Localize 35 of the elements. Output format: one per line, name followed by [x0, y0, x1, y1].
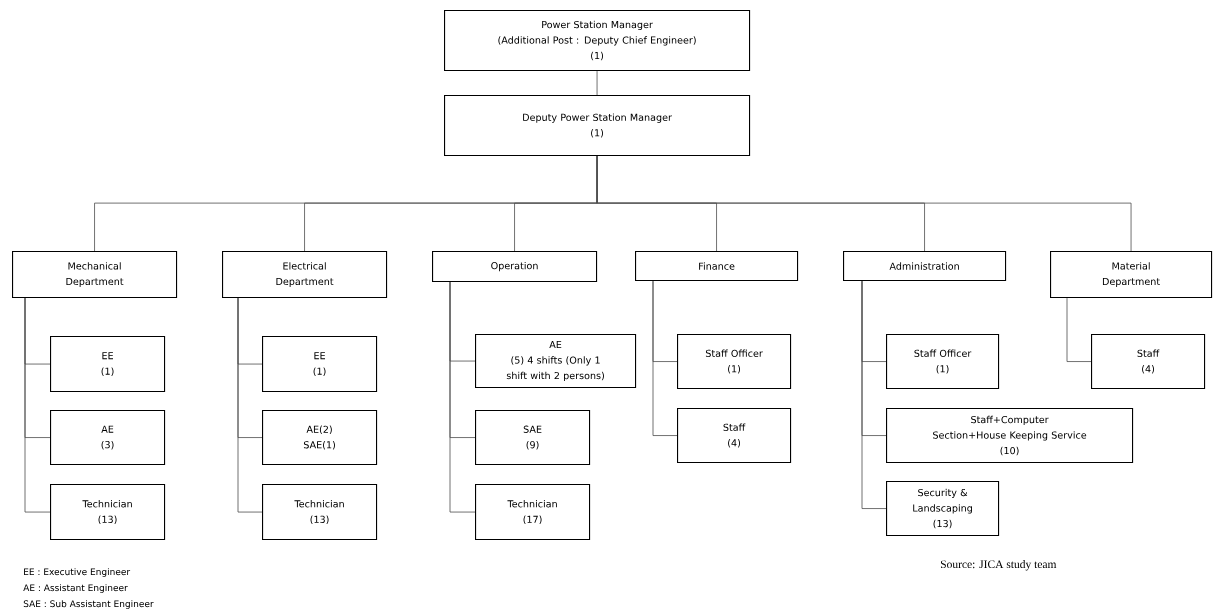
connector-line — [596, 155, 1132, 252]
connector-line — [449, 281, 476, 513]
org-box: SAE (9) — [475, 410, 591, 466]
org-box: Staff (4) — [677, 408, 792, 464]
org-box: Technician (17) — [475, 484, 591, 541]
abbreviation-note: AE : Assistant Engineer — [23, 584, 128, 593]
org-box: Staff Officer (1) — [886, 334, 1000, 390]
org-box: AE (5) 4 shifts (Only 1 shift with 2 persons) — [475, 334, 637, 389]
org-box: EE (1) — [50, 336, 166, 393]
abbreviation-note: EE : Executive Engineer — [24, 568, 131, 577]
org-box: AE(2) SAE(1) — [262, 410, 378, 466]
org-box: Staff Officer (1) — [677, 334, 792, 390]
abbreviation-note: SAE : Sub Assistant Engineer — [23, 600, 154, 609]
org-box: Power Station Manager (Additional Post : Deputy Chief Engineer) (1) — [444, 10, 751, 72]
org-box: Staff+Computer Section+House Keeping Service (10) — [886, 408, 1134, 464]
org-box: Technician (13) — [262, 484, 378, 541]
org-box: Technician (13) — [50, 484, 166, 541]
connector-line — [237, 297, 263, 513]
org-box: EE (1) — [262, 336, 378, 393]
org-box: Operation — [432, 251, 598, 283]
org-box: Security & Landscaping (13) — [886, 481, 1000, 537]
org-box: Mechanical Department — [12, 251, 178, 299]
org-box: Deputy Power Station Manager (1) — [444, 95, 751, 157]
source-note: Source: JICA study team — [941, 560, 1057, 571]
connector-line — [1066, 297, 1092, 362]
org-box: Staff (4) — [1091, 334, 1206, 390]
connector-line — [24, 297, 51, 513]
org-box: Electrical Department — [222, 251, 388, 299]
org-box: Finance — [635, 251, 799, 282]
org-box: Material Department — [1050, 251, 1213, 299]
connector-line — [652, 280, 678, 436]
connector-line — [596, 70, 598, 96]
connector-line — [861, 280, 887, 509]
org-box: Administration — [843, 251, 1007, 282]
org-box: AE (3) — [50, 410, 166, 466]
